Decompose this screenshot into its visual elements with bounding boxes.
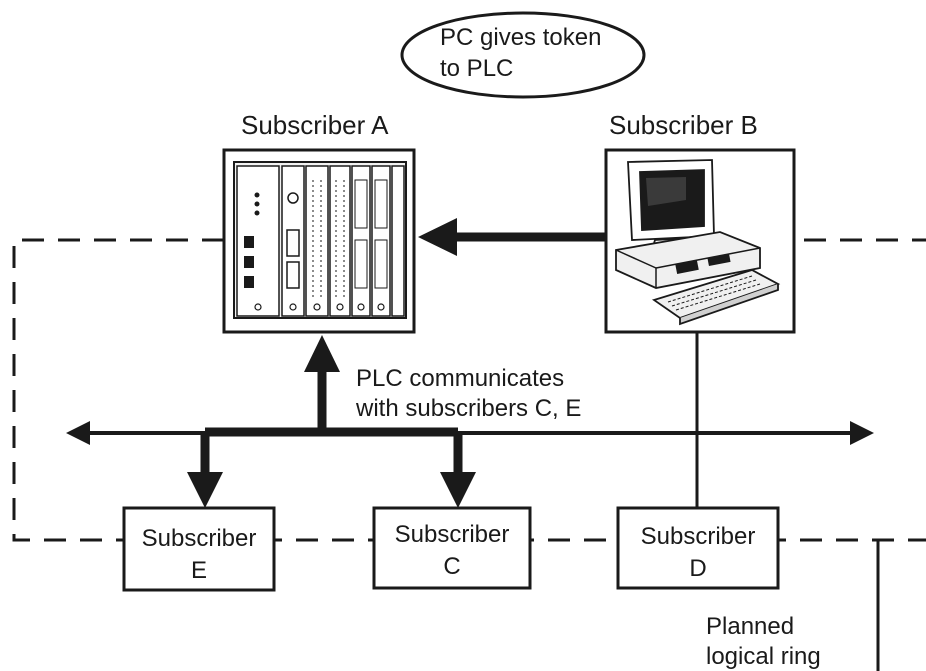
subscriber-d-line-1: Subscriber [641, 523, 756, 550]
subscriber-b: Subscriber B [604, 110, 796, 334]
subscriber-d: Subscriber D [616, 506, 780, 590]
subscriber-e-line-2: E [191, 557, 207, 584]
token-arrow [418, 218, 606, 256]
arrow-up-to-plc [304, 335, 340, 372]
callout-line-2: to PLC [440, 55, 513, 82]
bus-line [66, 421, 874, 445]
subscriber-e-box [122, 506, 276, 592]
subscriber-c-line-1: Subscriber [395, 521, 510, 548]
arrow-down-to-c [440, 472, 476, 508]
subscriber-a-label: Subscriber A [241, 110, 389, 140]
token-arrowhead [418, 218, 457, 256]
token-callout: PC gives token to PLC [400, 11, 646, 99]
ring-top-left [12, 238, 926, 542]
bus-right-arrowhead [850, 421, 874, 445]
pc-computer-icon [615, 159, 781, 326]
subscriber-e: Subscriber E [122, 506, 276, 592]
callout-line-1: PC gives token [440, 24, 601, 51]
logical-ring [12, 238, 926, 542]
subscriber-d-line-2: D [689, 555, 706, 582]
plc-note-line-2: with subscribers C, E [355, 395, 581, 422]
ring-label-line-2: logical ring [706, 643, 821, 670]
subscriber-c-box [372, 506, 532, 590]
arrow-down-to-e [187, 472, 223, 508]
plc-communication-arrows [187, 335, 476, 508]
subscriber-e-line-1: Subscriber [142, 525, 257, 552]
plc-rack-icon [233, 161, 407, 319]
subscriber-a: Subscriber A [222, 110, 416, 334]
subscriber-c-line-2: C [443, 553, 460, 580]
ring-label-line-1: Planned [706, 613, 794, 640]
subscriber-d-box [616, 506, 780, 590]
bus-left-arrowhead [66, 421, 90, 445]
subscriber-c: Subscriber C [372, 506, 532, 590]
subscriber-b-label: Subscriber B [609, 110, 758, 140]
plc-note-line-1: PLC communicates [356, 365, 564, 392]
